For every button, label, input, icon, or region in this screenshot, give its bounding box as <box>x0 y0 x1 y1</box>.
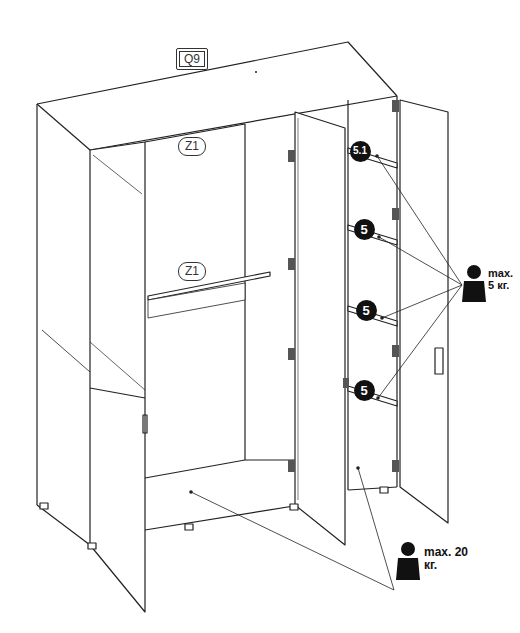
divider <box>347 100 348 490</box>
handle <box>435 348 443 374</box>
dots <box>189 71 384 494</box>
feet <box>40 487 388 549</box>
callout-number: 5 <box>356 300 377 321</box>
weight-icon <box>462 265 486 302</box>
door-bevel <box>93 155 142 194</box>
callout-text: 5 <box>360 223 367 236</box>
left-door <box>90 142 145 612</box>
part-callout: Z1 <box>178 262 206 281</box>
right-door <box>400 100 448 523</box>
top-edge <box>37 42 397 104</box>
leader-lines <box>191 156 462 590</box>
part-callout: Z1 <box>178 137 206 156</box>
top-left-edge <box>37 104 90 150</box>
top-front-edge <box>90 96 397 150</box>
callout-text: Q9 <box>184 53 200 65</box>
callout-number: 5.1 <box>350 141 371 162</box>
door-split <box>90 388 145 398</box>
hinges <box>288 100 399 472</box>
left-side <box>36 104 37 505</box>
rail-support <box>148 283 245 318</box>
bottom-front <box>145 460 300 530</box>
part-callout: Q9 <box>176 48 208 70</box>
callout-text: 5 <box>360 384 367 397</box>
handle <box>143 415 147 433</box>
weight-icon <box>396 542 420 580</box>
right-front <box>396 96 397 487</box>
callout-text: 5.1 <box>353 146 367 156</box>
middle-door <box>295 112 345 545</box>
door-bevel <box>90 342 145 390</box>
callout-text: Z1 <box>185 140 199 152</box>
door-edge <box>298 118 299 500</box>
callout-number: 5 <box>354 219 375 240</box>
left-bottom <box>37 505 90 545</box>
weight-limit: max. 20 кг. <box>424 546 476 572</box>
callout-text: Z1 <box>185 265 199 277</box>
side-joint <box>42 330 90 372</box>
inner-floor <box>145 460 245 478</box>
callout-text: 5 <box>362 304 369 317</box>
callout-number: 5 <box>354 380 375 401</box>
weight-limit: max. 5 кг. <box>488 267 519 291</box>
right-floor <box>348 487 397 490</box>
